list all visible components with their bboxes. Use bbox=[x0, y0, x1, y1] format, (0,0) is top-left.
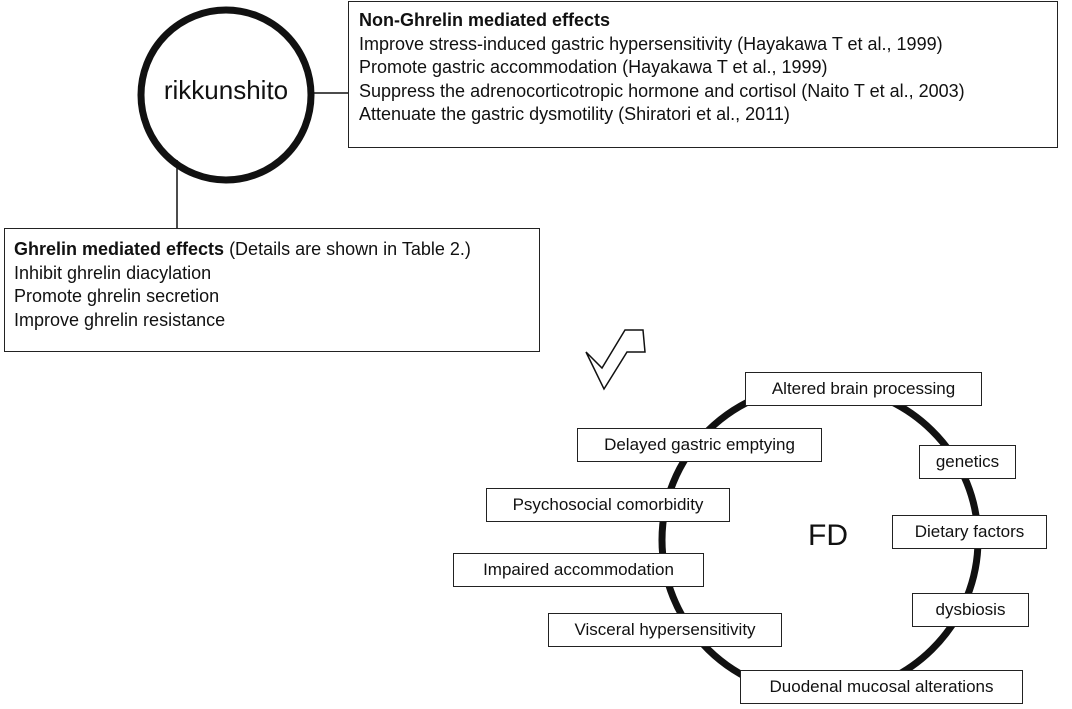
arrow-icon bbox=[585, 329, 646, 391]
factor-dietary-factors: Dietary factors bbox=[892, 515, 1047, 549]
ghrelin-item: Improve ghrelin resistance bbox=[14, 309, 226, 330]
factor-genetics: genetics bbox=[919, 445, 1016, 479]
ghrelin-heading: Ghrelin mediated effects bbox=[14, 239, 225, 259]
factor-psychosocial-comorbidity: Psychosocial comorbidity bbox=[486, 488, 730, 522]
factor-dysbiosis: dysbiosis bbox=[912, 593, 1029, 627]
factor-visceral-hypersensitivity: Visceral hypersensitivity bbox=[548, 613, 782, 647]
fd-label: FD bbox=[808, 519, 848, 552]
non-ghrelin-heading: Non-Ghrelin mediated effects bbox=[359, 10, 611, 30]
rikkunshito-circle bbox=[137, 6, 315, 184]
factor-duodenal-mucosal-alterations: Duodenal mucosal alterations bbox=[740, 670, 1023, 704]
non-ghrelin-item: Promote gastric accommodation (Hayakawa … bbox=[359, 57, 828, 77]
factor-delayed-gastric-emptying: Delayed gastric emptying bbox=[577, 428, 822, 462]
factor-altered-brain-processing: Altered brain processing bbox=[745, 372, 982, 406]
ghrelin-item: Inhibit ghrelin diacylation bbox=[14, 262, 212, 283]
non-ghrelin-item: Attenuate the gastric dysmotility (Shira… bbox=[359, 104, 790, 124]
non-ghrelin-item: Suppress the adrenocorticotropic hormone… bbox=[359, 80, 965, 101]
ghrelin-heading-note: (Details are shown in Table 2.) bbox=[224, 239, 471, 259]
non-ghrelin-item: Improve stress-induced gastric hypersens… bbox=[359, 33, 943, 54]
ghrelin-item: Promote ghrelin secretion bbox=[14, 286, 220, 306]
ghrelin-box: Ghrelin mediated effects (Details are sh… bbox=[4, 228, 540, 352]
ghrelin-heading-line: Ghrelin mediated effects (Details are sh… bbox=[14, 238, 539, 262]
rikkunshito-label: rikkunshito bbox=[163, 75, 289, 105]
non-ghrelin-box: Non-Ghrelin mediated effects Improve str… bbox=[348, 1, 1058, 148]
factor-impaired-accommodation: Impaired accommodation bbox=[453, 553, 704, 587]
